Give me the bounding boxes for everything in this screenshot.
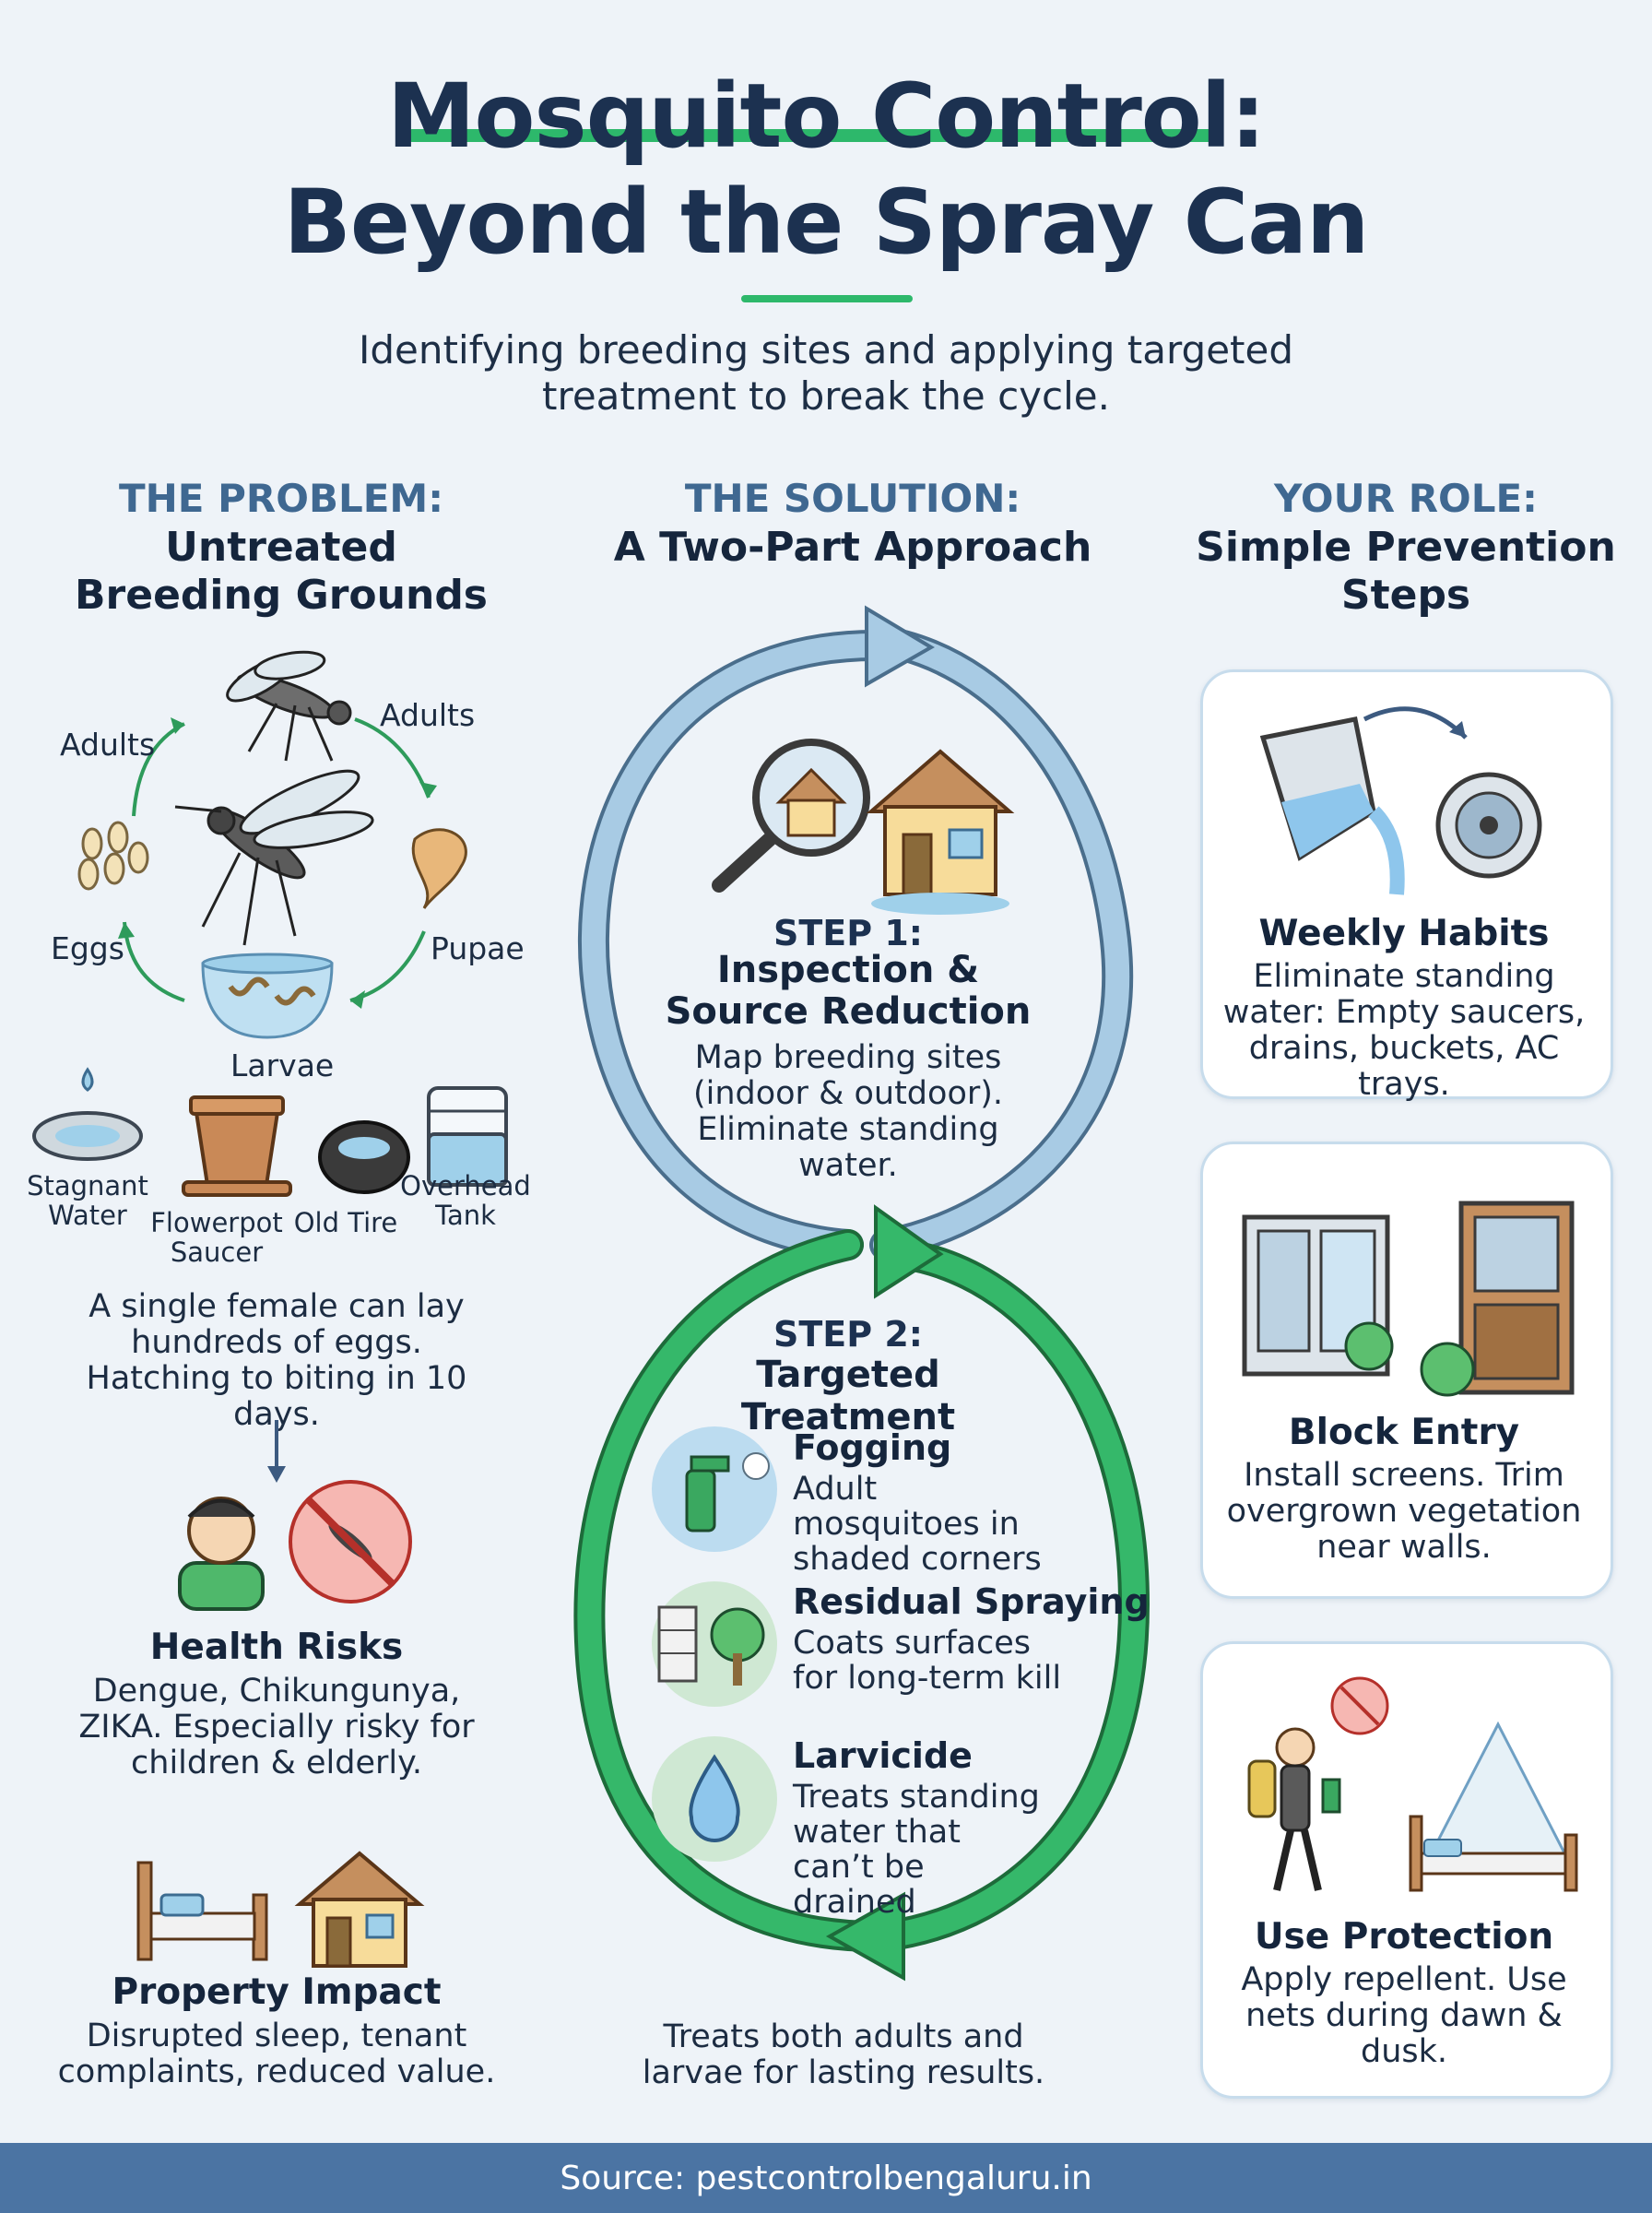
tire-icon — [318, 1120, 410, 1194]
bed-icon — [136, 1861, 268, 1961]
site-label-overhead-tank: Overhead Tank — [400, 1170, 531, 1231]
larvae-icon — [201, 953, 334, 1039]
lifecycle-label-adults-right: Adults — [380, 697, 476, 733]
screened-window-icon — [1242, 1214, 1394, 1377]
title-divider — [741, 295, 913, 302]
water-puddle-icon — [32, 1067, 143, 1161]
lifecycle-label-larvae: Larvae — [230, 1047, 335, 1083]
title-underline — [406, 129, 1217, 142]
health-risks-text: Dengue, Chikungunya, ZIKA. Especially ri… — [78, 1673, 475, 1781]
health-risks-title: Health Risks — [149, 1627, 404, 1668]
role-card-block-entry-text: Install screens. Trim overgrown vegetati… — [1226, 1457, 1582, 1566]
role-card-weekly-habits-text: Eliminate standing water: Empty saucers,… — [1222, 958, 1586, 1103]
step2-title: Targeted Treatment — [740, 1354, 956, 1438]
central-mosquito-icon — [174, 769, 374, 946]
breeding-sites-icons — [32, 1067, 508, 1197]
footer-bar — [0, 2143, 1652, 2213]
magnifier-house-icon — [712, 739, 870, 893]
screened-door-icon — [1420, 1201, 1575, 1397]
site-label-old-tire: Old Tire — [293, 1207, 398, 1238]
property-impact-text: Disrupted sleep, tenant complaints, redu… — [57, 2018, 496, 2090]
role-card-weekly-habits-title: Weekly Habits — [1258, 913, 1550, 954]
treatment-fogging-title: Fogging — [793, 1427, 952, 1468]
problem-fact: A single female can lay hundreds of eggs… — [86, 1288, 467, 1433]
mosquito-lifecycle-diagram — [77, 650, 467, 1039]
screen-door-icon — [1242, 1201, 1575, 1397]
role-heading: Simple Prevention Steps — [1196, 524, 1616, 619]
page-subtitle: Identifying breeding sites and applying … — [358, 327, 1294, 419]
role-kicker: YOUR ROLE: — [1274, 476, 1538, 521]
footer-source: Source: pestcontrolbengaluru.in — [560, 2160, 1092, 2197]
fogger-icon — [652, 1426, 777, 1552]
no-mosquito-small-icon — [1330, 1676, 1389, 1735]
page-title-line1: Mosquito Control: — [386, 65, 1266, 168]
mosquito-net-bed-icon — [1409, 1721, 1578, 1892]
problem-heading: Untreated Breeding Grounds — [74, 524, 488, 619]
property-impact-title: Property Impact — [112, 1971, 442, 2013]
site-label-stagnant-water: Stagnant Water — [27, 1170, 148, 1231]
role-card-block-entry-title: Block Entry — [1288, 1412, 1520, 1453]
step2-label: STEP 2: — [773, 1314, 923, 1355]
pupae-icon — [411, 828, 467, 909]
property-impact-icons — [136, 1851, 425, 1968]
solution-footer-text: Treats both adults and larvae for lastin… — [642, 2018, 1045, 2091]
lifecycle-label-eggs: Eggs — [51, 930, 124, 966]
flowerpot-icon — [182, 1095, 292, 1197]
arrow-down-icon — [267, 1420, 286, 1483]
sick-person-icon — [178, 1497, 265, 1611]
treatment-residual-title: Residual Spraying — [793, 1581, 1150, 1622]
figure-eight-cycle — [573, 605, 1150, 1982]
step1-label: STEP 1: — [773, 913, 923, 953]
role-card-use-protection-text: Apply repellent. Use nets during dawn & … — [1241, 1961, 1567, 2070]
pour-bucket-icon — [1259, 706, 1542, 895]
treatment-icons — [652, 1426, 777, 1862]
treatment-fogging-text: Adult mosquitoes in shaded corners — [793, 1471, 1042, 1578]
role-card-use-protection-title: Use Protection — [1254, 1916, 1554, 1958]
step1-text: Map breeding sites (indoor & outdoor). E… — [692, 1039, 1004, 1184]
person-spraying-icon — [1247, 1727, 1341, 1891]
adult-mosquito-icon — [226, 650, 352, 762]
lifecycle-label-adults-left: Adults — [60, 727, 156, 763]
damp-house-icon — [866, 749, 1015, 915]
water-tank-icon — [427, 1086, 508, 1187]
treatment-larvicide-text: Treats standing water that can’t be drai… — [793, 1779, 1040, 1921]
problem-kicker: THE PROBLEM: — [119, 476, 443, 521]
inspection-icons — [712, 739, 1015, 915]
eggs-icon — [77, 821, 149, 891]
health-risk-icons — [178, 1480, 412, 1611]
water-drop-icon — [652, 1736, 777, 1862]
repellent-net-icon — [1247, 1676, 1578, 1892]
site-label-flowerpot-saucer: Flowerpot Saucer — [150, 1207, 283, 1268]
lifecycle-label-pupae: Pupae — [431, 930, 525, 966]
solution-kicker: THE SOLUTION: — [684, 476, 1021, 521]
treatment-residual-text: Coats surfaces for long-term kill — [793, 1625, 1062, 1697]
step1-title: Inspection & Source Reduction — [665, 949, 1032, 1033]
treatment-larvicide-title: Larvicide — [793, 1735, 973, 1776]
house-icon — [294, 1851, 425, 1968]
solution-heading: A Two-Part Approach — [613, 524, 1092, 571]
no-mosquito-icon — [289, 1480, 412, 1604]
page-title-line2: Beyond the Spray Can — [283, 171, 1370, 274]
wall-tree-icon — [652, 1581, 777, 1707]
